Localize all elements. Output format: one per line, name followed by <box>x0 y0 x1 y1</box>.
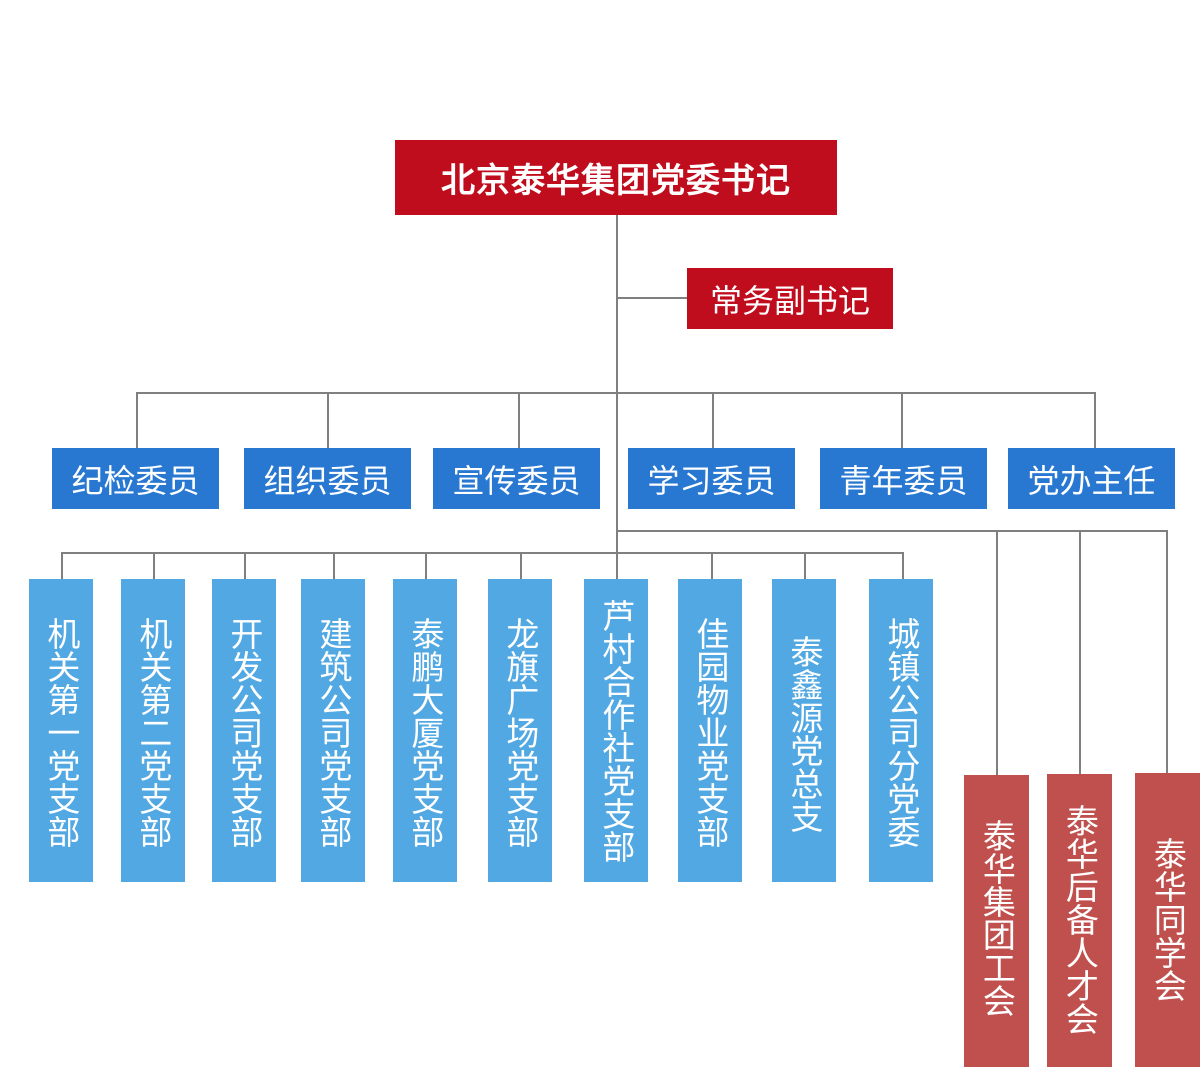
side-drop <box>1079 530 1081 775</box>
branches-bus <box>61 552 904 554</box>
branch-label: 泰鑫源党总支 <box>784 635 824 833</box>
branch-drop <box>333 552 335 580</box>
side-org-node: 泰华后备人才会 <box>1047 774 1112 1067</box>
branch-drop <box>425 552 427 580</box>
branch-drop <box>902 552 904 580</box>
member-label: 组织委员 <box>263 461 392 500</box>
member-node-organization: 组织委员 <box>244 448 411 509</box>
member-drop <box>136 392 138 448</box>
branch-drop <box>61 552 63 580</box>
branch-label: 泰鹏大厦党支部 <box>405 617 445 848</box>
member-node-propaganda: 宣传委员 <box>433 448 600 509</box>
member-drop <box>901 392 903 448</box>
branch-label: 机关第二党支部 <box>133 617 173 848</box>
branch-node: 机关第一党支部 <box>29 579 93 882</box>
member-drop <box>327 392 329 448</box>
member-node-office: 党办主任 <box>1008 448 1175 509</box>
member-label: 纪检委员 <box>71 461 200 500</box>
branch-node: 城镇公司分党委 <box>869 579 933 882</box>
branch-drop <box>153 552 155 580</box>
party-secretary-node: 北京泰华集团党委书记 <box>395 140 837 215</box>
branch-drop <box>804 552 806 580</box>
branch-node: 芦村合作社党支部 <box>584 579 648 882</box>
deputy-connector <box>616 297 688 299</box>
deputy-secretary-label: 常务副书记 <box>709 281 870 320</box>
branch-label: 佳园物业党支部 <box>690 617 730 848</box>
side-drop <box>996 530 998 776</box>
member-node-discipline: 纪检委员 <box>52 448 219 509</box>
branch-label: 建筑公司党支部 <box>313 617 353 848</box>
member-drop <box>712 392 714 448</box>
member-drop <box>518 392 520 448</box>
member-label: 青年委员 <box>839 461 968 500</box>
branch-node: 建筑公司党支部 <box>301 579 365 882</box>
branch-node: 龙旗广场党支部 <box>488 579 552 882</box>
side-org-node: 泰华同学会 <box>1135 773 1200 1067</box>
branch-node: 泰鹏大厦党支部 <box>393 579 457 882</box>
branch-node: 佳园物业党支部 <box>678 579 742 882</box>
side-org-label: 泰华同学会 <box>1148 837 1188 1002</box>
branch-drop <box>520 552 522 580</box>
side-drop <box>1166 530 1168 774</box>
branch-drop <box>711 552 713 580</box>
branch-node: 泰鑫源党总支 <box>772 579 836 882</box>
member-label: 党办主任 <box>1027 461 1156 500</box>
member-drop <box>1094 392 1096 448</box>
branch-label: 城镇公司分党委 <box>881 617 921 848</box>
side-org-label: 泰华后备人才会 <box>1060 804 1100 1035</box>
deputy-secretary-node: 常务副书记 <box>687 268 893 329</box>
branch-drop <box>244 552 246 580</box>
branch-label: 龙旗广场党支部 <box>500 617 540 848</box>
members-bus <box>136 392 1096 394</box>
branch-node: 开发公司党支部 <box>212 579 276 882</box>
branch-label: 机关第一党支部 <box>41 617 81 848</box>
member-label: 学习委员 <box>647 461 776 500</box>
side-org-label: 泰华集团工会 <box>977 819 1017 1017</box>
trunk-line <box>616 214 618 579</box>
side-org-node: 泰华集团工会 <box>964 775 1029 1067</box>
branch-label: 芦村合作社党支部 <box>596 599 636 863</box>
branch-node: 机关第二党支部 <box>121 579 185 882</box>
side-bus <box>616 530 1168 532</box>
branch-label: 开发公司党支部 <box>224 617 264 848</box>
party-secretary-label: 北京泰华集团党委书记 <box>441 161 791 201</box>
member-label: 宣传委员 <box>452 461 581 500</box>
member-node-study: 学习委员 <box>628 448 795 509</box>
member-node-youth: 青年委员 <box>820 448 987 509</box>
